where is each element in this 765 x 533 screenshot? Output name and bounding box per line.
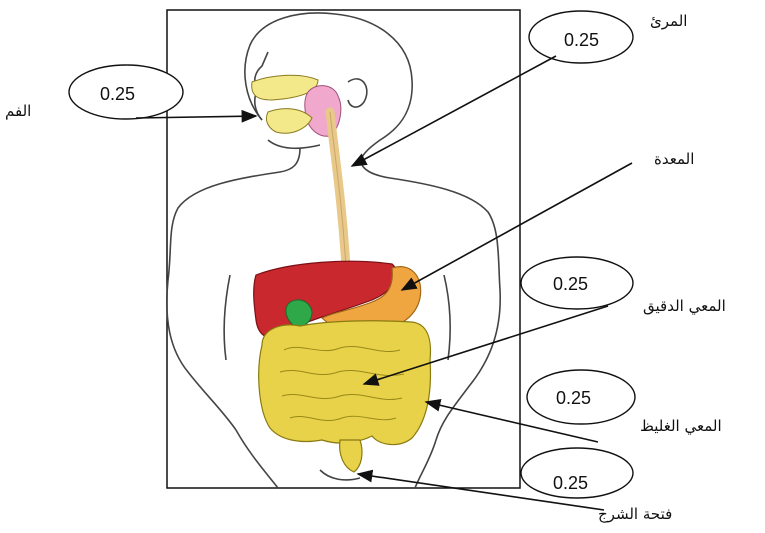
rectum-shape [340, 440, 362, 472]
label-large-intestine: المعي الغليظ [640, 417, 722, 435]
label-stomach: المعدة [654, 150, 694, 168]
pointer-esophagus [352, 56, 556, 166]
score-anus: 0.25 [553, 473, 588, 494]
label-small-intestine: المعي الدقيق [643, 297, 726, 315]
label-mouth: الفم [5, 102, 31, 120]
label-esophagus: المرئ [650, 12, 687, 30]
score-esophagus: 0.25 [564, 30, 599, 51]
score-small-intestine: 0.25 [553, 274, 588, 295]
score-large-intestine: 0.25 [556, 388, 591, 409]
label-anus: فتحة الشرج [598, 505, 672, 523]
intestines-shape [259, 321, 431, 472]
score-mouth: 0.25 [100, 84, 135, 105]
